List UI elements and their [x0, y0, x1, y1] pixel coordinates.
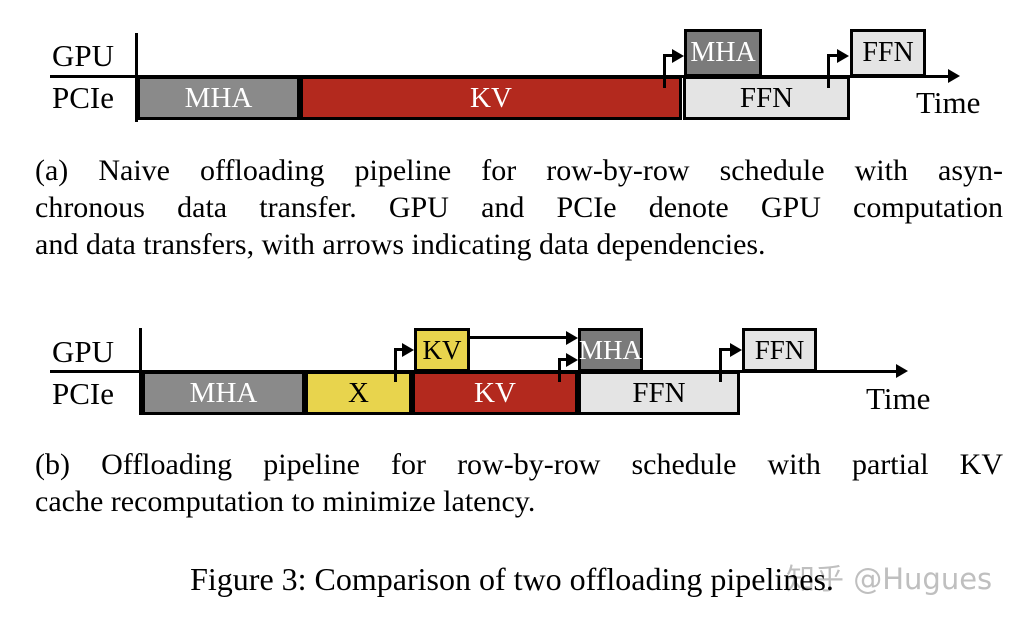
arrow-horizontal-segment — [827, 54, 839, 57]
block-pcie-x: X — [305, 371, 412, 415]
arrow-vertical-segment — [394, 348, 397, 382]
caption-a-line-1: (a) Naive offloading pipeline for row-by… — [35, 154, 1003, 187]
block-label: FFN — [632, 376, 686, 409]
block-pcie-kv: KV — [300, 76, 682, 120]
block-pcie-kv: KV — [412, 371, 578, 415]
block-label: MHA — [579, 334, 643, 365]
arrow-horizontal-segment — [470, 336, 566, 339]
caption-b-line-1: (b) Offloading pipeline for row-by-row s… — [35, 448, 1003, 481]
block-pcie-ffn: FFN — [683, 76, 850, 120]
block-label: MHA — [690, 37, 756, 68]
caption-b: (b) Offloading pipeline for row-by-row s… — [35, 446, 1003, 520]
block-label: FFN — [754, 334, 805, 365]
block-pcie-ffn: FFN — [578, 371, 740, 415]
arrow-horizontal-segment — [558, 358, 566, 361]
arrow-vertical-segment — [663, 54, 666, 88]
pcie-row-label: PCIe — [52, 376, 114, 411]
time-axis-label: Time — [916, 85, 981, 120]
arrowhead-icon — [730, 343, 742, 357]
watermark: 知乎 @Hugues — [786, 562, 993, 596]
block-label: KV — [422, 334, 462, 365]
block-label: FFN — [862, 37, 914, 68]
caption-a-line-3: and data transfers, with arrows indicati… — [35, 228, 766, 261]
block-label: MHA — [189, 376, 258, 409]
caption-b-line-2: cache recomputation to minimize latency. — [35, 485, 536, 518]
block-gpu-mha: MHA — [578, 328, 643, 372]
time-axis-arrowhead-icon — [948, 69, 960, 83]
arrow-vertical-segment — [827, 54, 830, 88]
arrowhead-icon — [837, 49, 849, 63]
block-label: X — [348, 376, 369, 409]
figure-caption: Figure 3: Comparison of two offloading p… — [190, 561, 834, 597]
arrowhead-icon — [402, 343, 414, 357]
pcie-row-label: PCIe — [52, 80, 114, 115]
block-pcie-mha: MHA — [142, 371, 305, 415]
arrow-vertical-segment — [558, 358, 561, 382]
block-gpu-kv: KV — [414, 328, 470, 372]
gpu-row-label: GPU — [52, 38, 115, 73]
arrow-horizontal-segment — [663, 54, 676, 57]
arrow-vertical-segment — [719, 348, 722, 382]
arrowhead-icon — [672, 49, 684, 63]
block-label: FFN — [739, 81, 794, 114]
block-label: KV — [470, 81, 512, 114]
block-label: KV — [474, 376, 516, 409]
caption-a: (a) Naive offloading pipeline for row-by… — [35, 152, 1003, 263]
time-axis-arrowhead-icon — [896, 364, 908, 378]
arrow-horizontal-segment — [719, 348, 730, 351]
gpu-row-label: GPU — [52, 334, 115, 369]
time-axis-label: Time — [866, 381, 931, 416]
caption-a-line-2: chronous data transfer. GPU and PCIe den… — [35, 191, 1003, 224]
arrowhead-icon — [566, 353, 578, 367]
arrowhead-icon — [566, 331, 578, 345]
block-pcie-mha: MHA — [137, 76, 300, 120]
arrow-horizontal-segment — [394, 348, 404, 351]
block-gpu-ffn: FFN — [742, 328, 817, 372]
block-gpu-ffn: FFN — [850, 29, 926, 77]
block-gpu-mha: MHA — [684, 29, 762, 77]
block-label: MHA — [184, 81, 253, 114]
